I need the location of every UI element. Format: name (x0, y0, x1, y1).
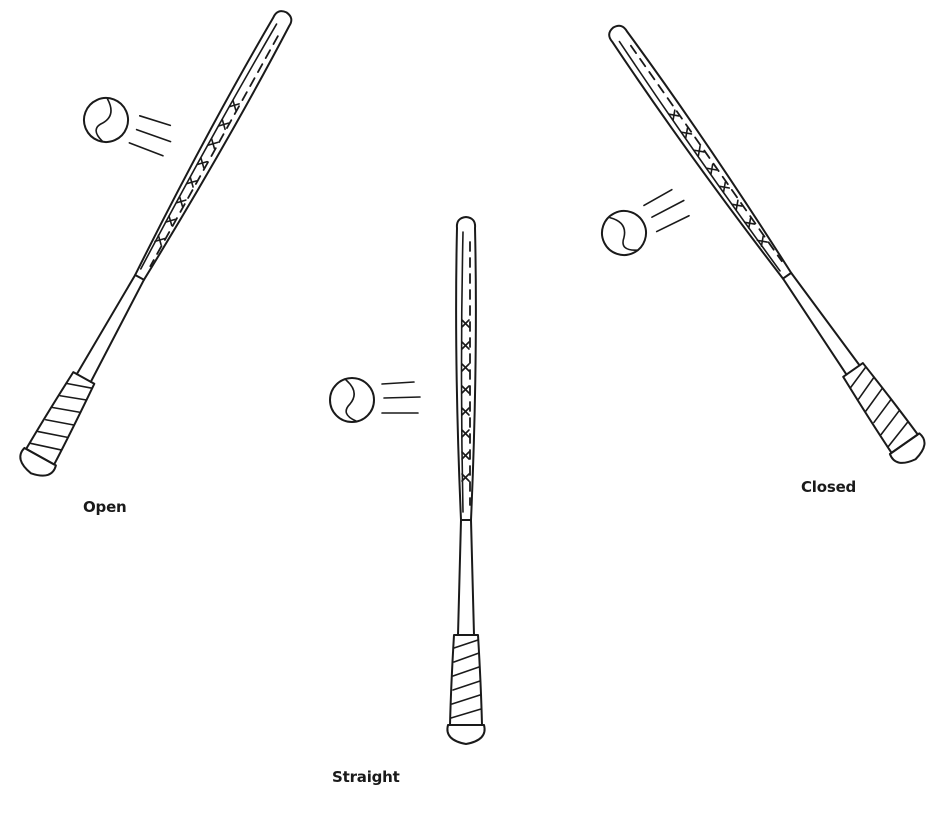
straight-ball (330, 378, 420, 422)
label-open: Open (83, 498, 127, 516)
closed-ball (595, 183, 695, 262)
open-ball (78, 92, 178, 165)
label-straight: Straight (332, 768, 400, 786)
straight-racket (447, 217, 484, 744)
closed-racket (598, 17, 931, 470)
label-closed: Closed (801, 478, 856, 496)
open-racket (15, 3, 303, 482)
